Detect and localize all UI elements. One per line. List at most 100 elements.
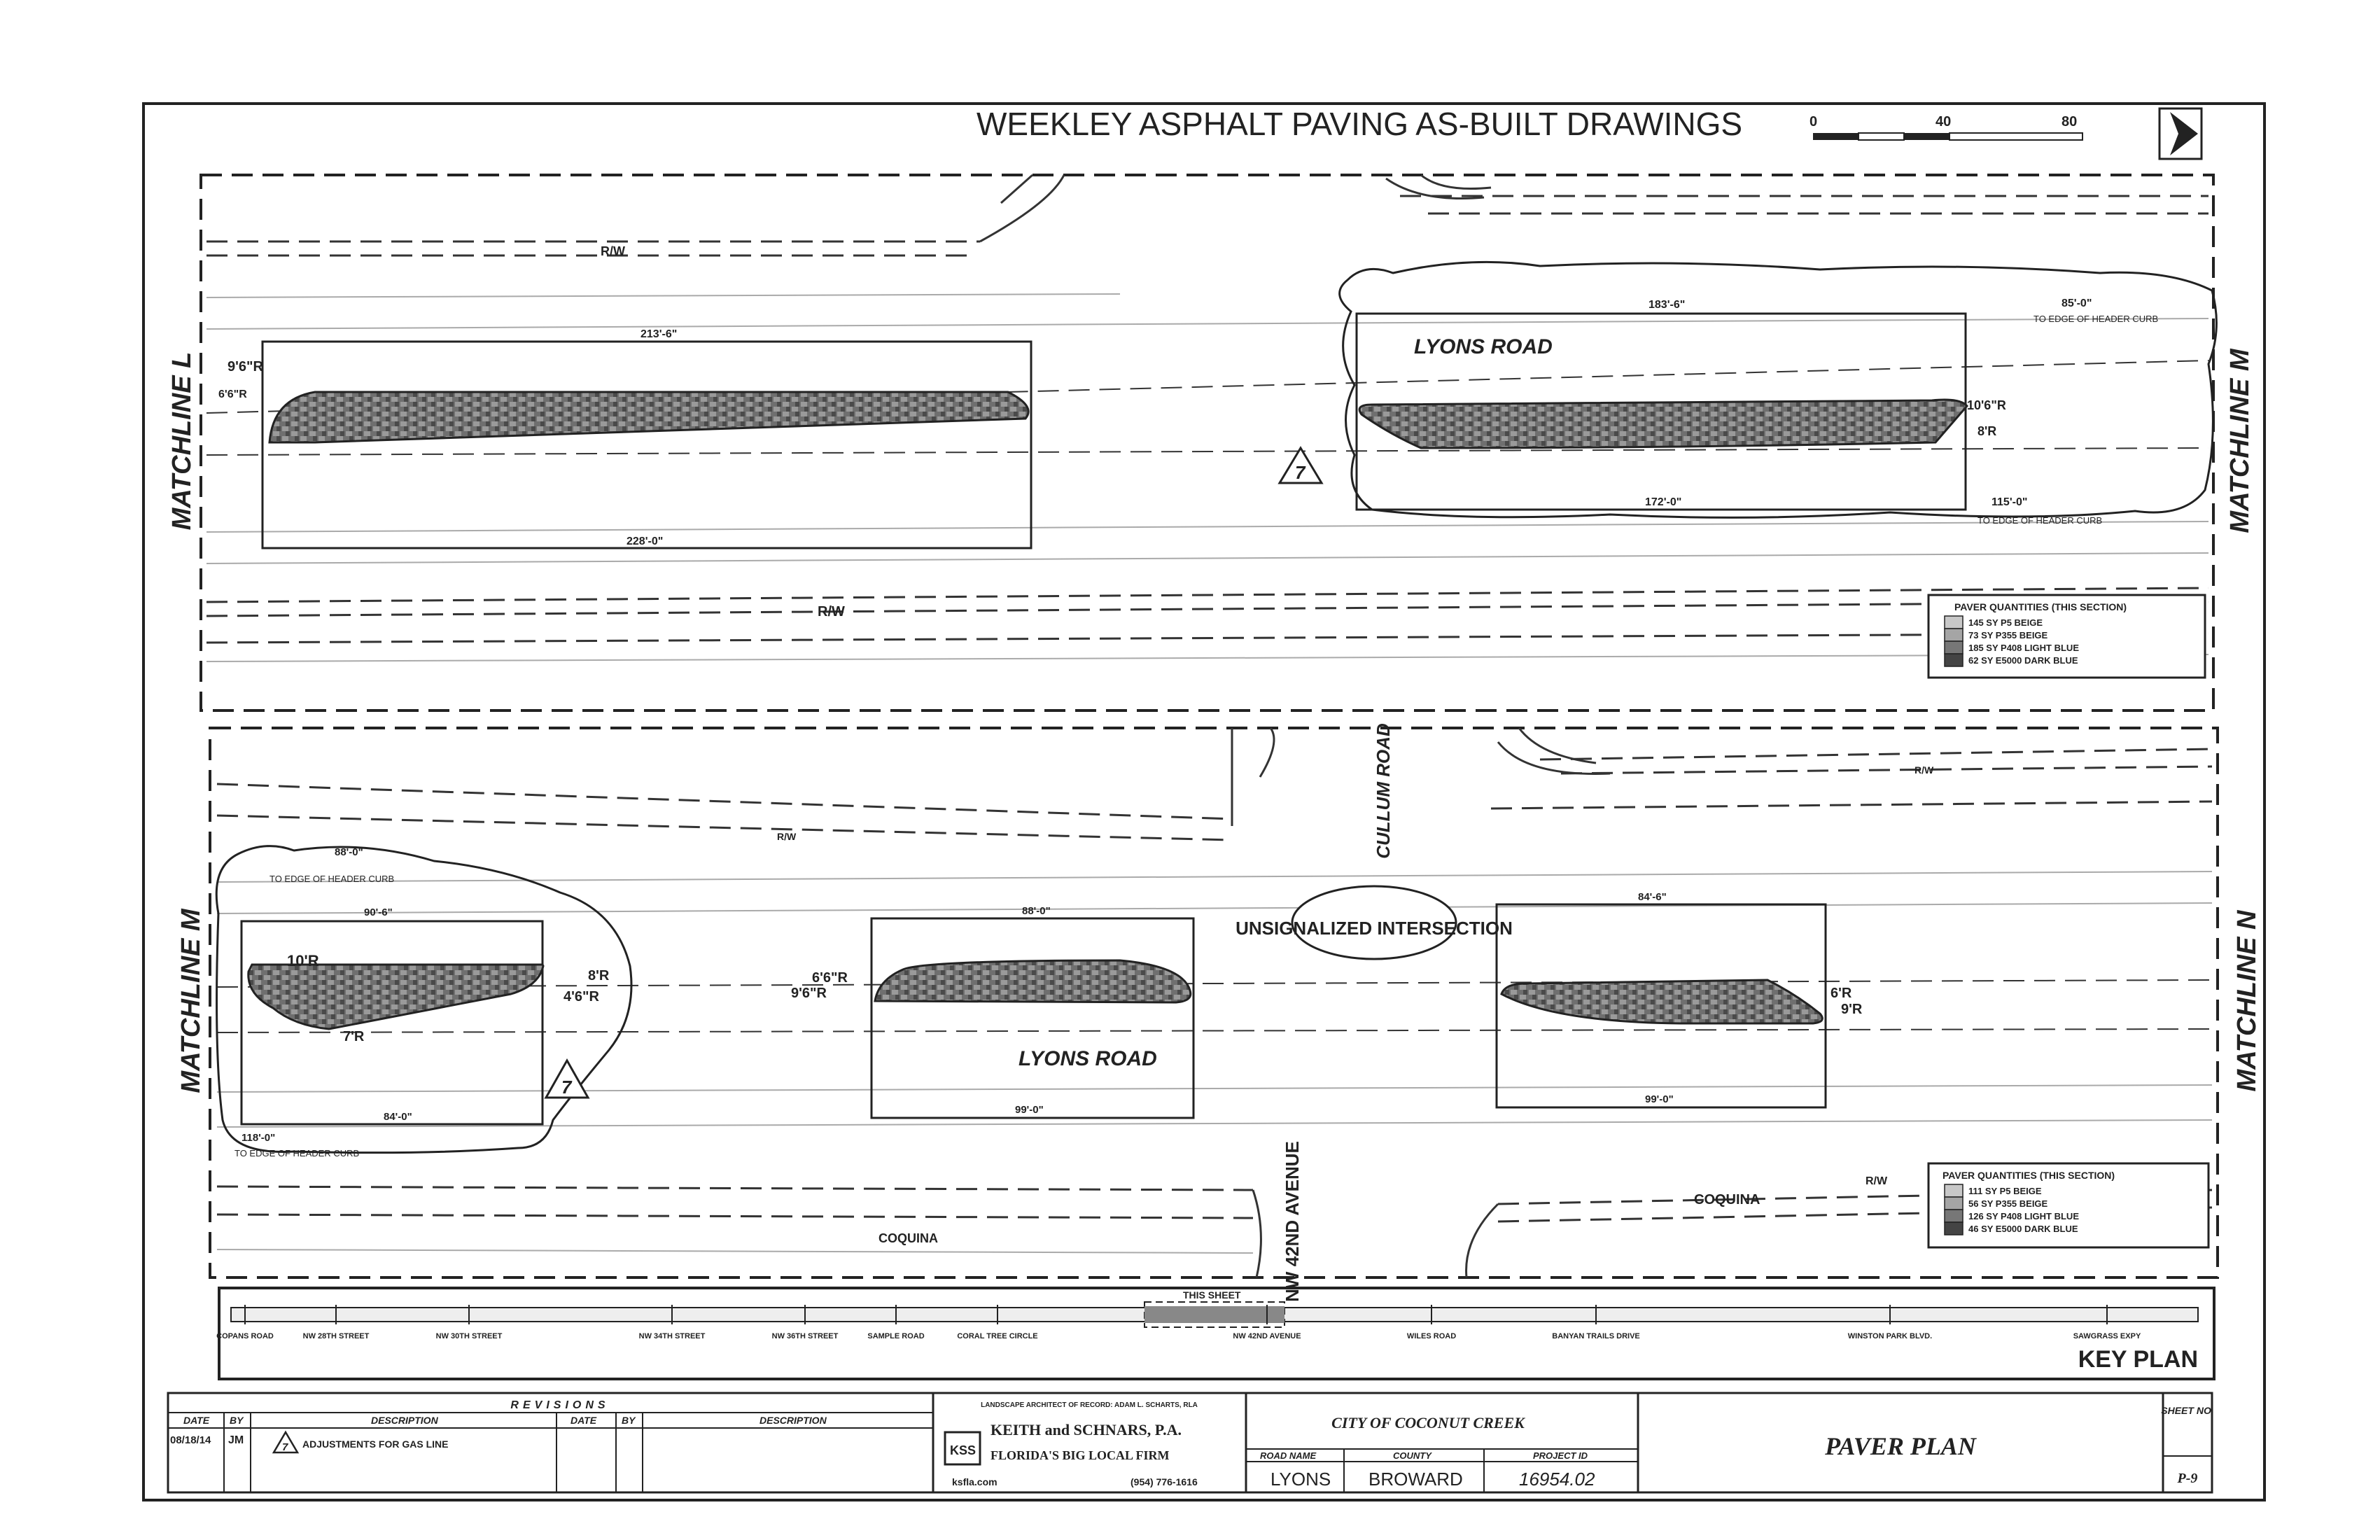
lower-island-3: 84'-6" 99'-0" 6'R 9'R (1495, 891, 1863, 1109)
key-plan-station: COPANS ROAD (216, 1332, 274, 1340)
lower-legend-row-3: 126 SY P408 LIGHT BLUE (1968, 1211, 2079, 1222)
rw-label-lower-1: R/W (777, 831, 797, 842)
upper-island-2-radius-1: 10'6"R (1967, 398, 2006, 412)
lower-island-1-top-note: TO EDGE OF HEADER CURB (270, 874, 394, 884)
upper-island-2: LYONS ROAD 183'-6" 172'-0" 85'-0" TO EDG… (1338, 260, 2218, 526)
upper-island-1-top-dim: 213'-6" (640, 328, 677, 340)
road-name-value: LYONS (1270, 1469, 1331, 1490)
rev-col-desc: DESCRIPTION (371, 1415, 439, 1426)
lower-island-1-radius-3: 8'R (588, 968, 610, 983)
cross-road-label: CULLUM ROAD (1373, 723, 1394, 859)
key-plan-station: NW 34TH STREET (639, 1332, 706, 1340)
key-plan-station: NW 30TH STREET (436, 1332, 503, 1340)
key-plan-station: BANYAN TRAILS DRIVE (1552, 1332, 1640, 1340)
lower-island-1-bottom-note-dim: 118'-0" (241, 1132, 275, 1144)
rev-col-date: DATE (183, 1415, 210, 1426)
lower-legend-title: PAVER QUANTITIES (THIS SECTION) (1942, 1170, 2115, 1181)
drawing-title: WEEKLEY ASPHALT PAVING AS-BUILT DRAWINGS (976, 106, 1742, 142)
key-plan-station: SAMPLE ROAD (867, 1332, 924, 1340)
lower-island-2-radius-2: 9'6"R (791, 986, 827, 1001)
rw-label-top: R/W (601, 244, 625, 258)
rw-label-bottom: R/W (818, 604, 845, 620)
lower-legend-row-2: 56 SY P355 BEIGE (1968, 1198, 2048, 1209)
upper-island-2-right-bottom-dim: 115'-0" (1991, 496, 2027, 508)
lower-island-3-top-dim: 84'-6" (1638, 891, 1667, 903)
upper-legend-row-2: 73 SY P355 BEIGE (1968, 630, 2048, 640)
lower-island-2-radius-1: 6'6"R (812, 970, 848, 986)
upper-island-1: 213'-6" 228'-0" 9'6"R 6'6"R (218, 328, 1032, 550)
firm-name: KEITH and SCHNARS, P.A. (990, 1421, 1182, 1438)
upper-island-2-right-top-dim: 85'-0" (2062, 298, 2092, 309)
lower-legend-row-4: 46 SY E5000 DARK BLUE (1968, 1224, 2078, 1234)
matchline-left-upper: MATCHLINE L (167, 352, 197, 531)
scale-label-0: 0 (1809, 114, 1817, 130)
firm-logo-text: KSS (950, 1443, 976, 1457)
firm-web: ksfla.com (952, 1476, 997, 1488)
sheet-no-label: SHEET NO. (2161, 1405, 2213, 1416)
rev-desc: ADJUSTMENTS FOR GAS LINE (302, 1438, 448, 1450)
intersection-callout: UNSIGNALIZED INTERSECTION (1236, 885, 1513, 960)
revision-triangle-lower-label: 7 (561, 1077, 573, 1098)
upper-legend-title: PAVER QUANTITIES (THIS SECTION) (1954, 601, 2127, 612)
upper-island-2-radius-2: 8'R (1977, 424, 1996, 438)
upper-island-2-right-bottom-note: TO EDGE OF HEADER CURB (1977, 515, 2102, 526)
key-plan-station: NW 42ND AVENUE (1233, 1332, 1301, 1340)
lower-island-1-top-dim: 90'-6" (364, 906, 393, 918)
client-name: CITY OF COCONUT CREEK (1331, 1414, 1525, 1432)
revision-triangle-upper: 7 (1278, 446, 1324, 484)
upper-plan-linework (206, 174, 2209, 662)
rev-triangle-icon: 7 (272, 1430, 300, 1454)
matchline-right-upper: MATCHLINE M (2225, 348, 2255, 533)
firm-header: LANDSCAPE ARCHITECT OF RECORD: ADAM L. S… (981, 1401, 1198, 1409)
project-id-value: 16954.02 (1519, 1469, 1595, 1490)
upper-island-2-right-top-note: TO EDGE OF HEADER CURB (2033, 314, 2158, 324)
firm-tagline: FLORIDA'S BIG LOCAL FIRM (990, 1448, 1170, 1462)
revision-triangle-lower: 7 (544, 1058, 590, 1099)
sheet-title: PAVER PLAN (1824, 1432, 1977, 1460)
avenue-label: NW 42ND AVENUE (1282, 1141, 1303, 1302)
upper-island-2-top-dim: 183'-6" (1648, 299, 1685, 311)
key-plan-strip: THIS SHEET (230, 1289, 2199, 1328)
upper-island-1-radius-1: 9'6"R (227, 359, 263, 374)
county-label: COUNTY (1393, 1450, 1432, 1461)
scale-label-40: 40 (1935, 114, 1951, 130)
rev-col-desc-2: DESCRIPTION (760, 1415, 827, 1426)
rev-col-date-2: DATE (570, 1415, 597, 1426)
key-plan-station: WINSTON PARK BLVD. (1848, 1332, 1932, 1340)
lower-legend-row-1: 111 SY P5 BEIGE (1968, 1186, 2042, 1196)
rev-col-by-2: BY (622, 1415, 636, 1426)
upper-legend-row-3: 185 SY P408 LIGHT BLUE (1968, 643, 2079, 653)
lower-plan-frame (209, 727, 2219, 1279)
rev-mark: 7 (282, 1441, 288, 1453)
rev-date: 08/18/14 (170, 1434, 211, 1446)
lower-island-1-top-note-dim: 88'-0" (335, 846, 363, 858)
north-arrow-icon (2158, 107, 2203, 160)
revision-triangle-upper-label: 7 (1295, 462, 1306, 483)
upper-island-2-bottom-dim: 172'-0" (1645, 496, 1681, 508)
coquina-label-left: COQUINA (878, 1231, 938, 1245)
coquina-label-right: COQUINA (1694, 1192, 1760, 1208)
sheet-border (142, 102, 2266, 1502)
rw-label-lower-2: R/W (1914, 764, 1934, 776)
matchline-left-lower: MATCHLINE M (176, 908, 206, 1093)
key-plan-station: NW 28TH STREET (303, 1332, 370, 1340)
lower-island-3-bottom-dim: 99'-0" (1645, 1093, 1674, 1105)
key-plan-station: SAWGRASS EXPY (2073, 1332, 2141, 1340)
upper-legend-row-1: 145 SY P5 BEIGE (1968, 617, 2043, 628)
lower-island-2-bottom-dim: 99'-0" (1015, 1104, 1044, 1116)
lower-island-3-radius-1: 6'R (1830, 986, 1852, 1001)
lower-island-1-radius-1: 10'R (287, 952, 319, 969)
rev-by: JM (228, 1434, 244, 1446)
key-plan-frame (218, 1287, 2216, 1380)
lower-island-1-radius-4: 4'6"R (564, 989, 599, 1004)
title-block (167, 1392, 2213, 1494)
firm-logo-icon: KSS (944, 1431, 981, 1466)
upper-road-label: LYONS ROAD (1414, 335, 1553, 358)
road-name-label: ROAD NAME (1260, 1450, 1316, 1461)
key-plan-title: KEY PLAN (2078, 1346, 2198, 1373)
upper-island-1-bottom-dim: 228'-0" (626, 536, 663, 547)
key-plan-station: WILES ROAD (1407, 1332, 1456, 1340)
scale-bar: 0 40 80 (1809, 114, 2083, 141)
matchline-right-lower: MATCHLINE N (2232, 909, 2262, 1091)
